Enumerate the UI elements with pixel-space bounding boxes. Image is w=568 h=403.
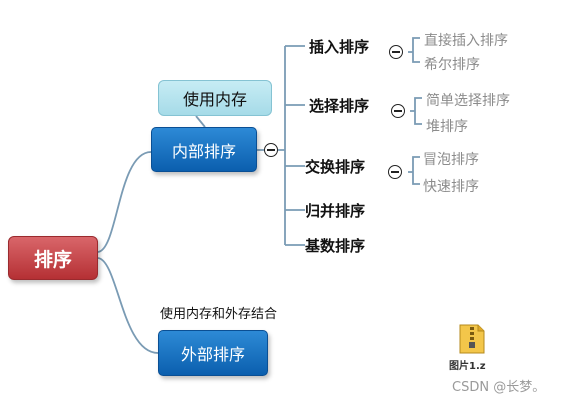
collapse-cat-1-icon[interactable] — [391, 104, 405, 118]
bracket-cat-0 — [408, 37, 420, 63]
leaf-0-1[interactable]: 希尔排序 — [424, 57, 480, 73]
leaf-2-1[interactable]: 快速排序 — [423, 179, 479, 195]
leaf-1-0[interactable]: 简单选择排序 — [426, 93, 510, 109]
outer-sort-label: 外部排序 — [180, 345, 245, 364]
category-1[interactable]: 选择排序 — [309, 97, 370, 115]
leaf-1-1[interactable]: 堆排序 — [426, 119, 468, 135]
category-4[interactable]: 基数排序 — [305, 237, 366, 255]
outer-sort-node[interactable]: 外部排序 — [158, 330, 268, 376]
zip-file-icon[interactable] — [458, 323, 486, 355]
link-root-outer — [97, 257, 159, 354]
link-root-inner — [97, 151, 152, 253]
leaf-2-0[interactable]: 冒泡排序 — [423, 152, 479, 168]
inner-sort-label: 内部排序 — [171, 141, 236, 161]
collapse-cat-2-icon[interactable] — [388, 165, 402, 179]
outer-caption: 使用内存和外存结合 — [160, 307, 278, 322]
leaf-0-0[interactable]: 直接插入排序 — [424, 33, 508, 49]
inner-callout-text: 使用内存 — [182, 90, 247, 109]
collapse-inner-icon[interactable] — [264, 143, 278, 157]
link-callout — [195, 115, 206, 128]
category-0[interactable]: 插入排序 — [309, 38, 370, 56]
bracket-cat-2 — [408, 156, 420, 185]
inner-sort-node[interactable]: 内部排序 — [151, 127, 257, 172]
watermark: CSDN @长梦。 — [452, 380, 546, 395]
root-label: 排序 — [33, 248, 72, 271]
bracket-cat-1 — [410, 97, 422, 125]
category-3[interactable]: 归并排序 — [305, 202, 366, 220]
category-2[interactable]: 交换排序 — [305, 158, 366, 176]
collapse-cat-0-icon[interactable] — [389, 45, 403, 59]
inner-callout: 使用内存 — [158, 80, 272, 116]
file-label: 图片1.z — [449, 361, 486, 372]
root-node[interactable]: 排序 — [8, 236, 98, 280]
